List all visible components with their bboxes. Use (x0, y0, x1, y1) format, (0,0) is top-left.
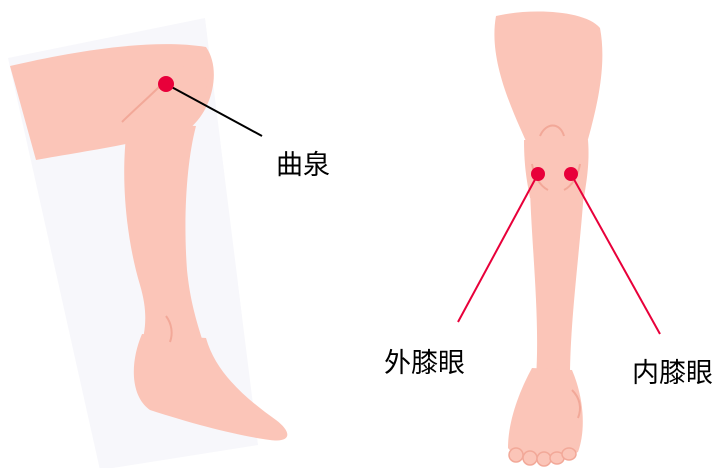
wai-xiyan-point-marker (531, 167, 545, 181)
nei-xiyan-point-marker (564, 167, 578, 181)
side-leg-figure (8, 18, 287, 468)
front-leg-shin (530, 190, 584, 378)
nei-xiyan-label: 内膝眼 (632, 360, 713, 387)
front-leg-foot (508, 368, 583, 459)
front-leg-thigh (494, 12, 602, 150)
ququan-point-marker (158, 76, 174, 92)
nei-xiyan-leader-line (571, 174, 660, 334)
wai-xiyan-leader-line (458, 174, 538, 322)
ququan-label: 曲泉 (276, 152, 330, 179)
front-leg-figure (494, 12, 602, 466)
wai-xiyan-label: 外膝眼 (384, 350, 465, 377)
